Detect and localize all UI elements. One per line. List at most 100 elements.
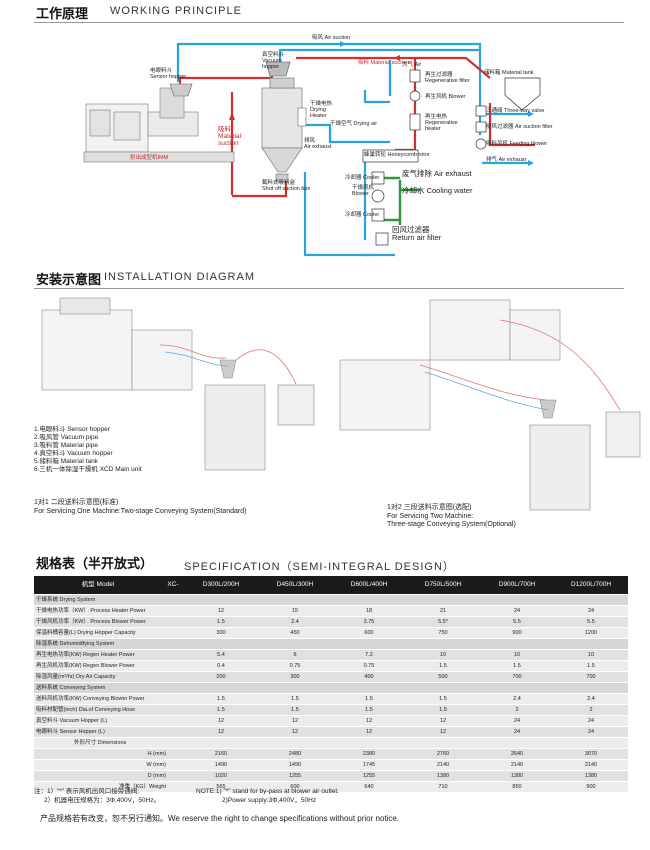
label-honeycomb: 蜂巢转轮 Honeycomb rotor bbox=[364, 152, 430, 158]
spec-row-label: 送料风机功率(KW) Conveying Blower Power bbox=[34, 693, 184, 705]
spec-row-label: 干燥电热功率（KW） Process Heater Power bbox=[34, 605, 184, 617]
spec-cell bbox=[554, 638, 628, 650]
spec-cell: 450 bbox=[258, 627, 332, 639]
spec-cell bbox=[184, 737, 258, 749]
spec-cell: 2140 bbox=[406, 759, 480, 771]
label-cooling-water: 冷却水 Cooling water bbox=[402, 186, 473, 195]
spec-cell: 24 bbox=[480, 726, 554, 738]
spec-cell: 6 bbox=[258, 649, 332, 661]
spec-cell: 850 bbox=[480, 781, 554, 793]
spec-header: 规格表（半开放式） SPECIFICATION（SEMI-INTEGRAL DE… bbox=[34, 552, 624, 573]
spec-cell: 10 bbox=[480, 649, 554, 661]
spec-cell bbox=[258, 737, 332, 749]
spec-cell: 2.4 bbox=[554, 693, 628, 705]
model-col-2: D450L/300H bbox=[258, 576, 332, 595]
spec-row-label: D (mm) bbox=[34, 770, 184, 782]
model-col-4: D750L/500H bbox=[406, 576, 480, 595]
spec-row-label: 干燥风机功率（KW） Process Blower Power bbox=[34, 616, 184, 628]
spec-cell: 21 bbox=[406, 605, 480, 617]
legend-4: 4.真空料斗 Vacuum hopper bbox=[34, 450, 113, 457]
label-three-way: 三通阀 Three-way valve bbox=[486, 108, 545, 114]
spec-cell: 2640 bbox=[480, 748, 554, 760]
spec-title-en: SPECIFICATION（SEMI-INTEGRAL DESIGN） bbox=[184, 561, 455, 573]
spec-row-label: W (mm) bbox=[34, 759, 184, 771]
caption-left-en: For Servicing One Machine:Two-stage Conv… bbox=[34, 508, 247, 515]
spec-cell bbox=[258, 682, 332, 694]
legend-3: 3.吸料管 Material pipe bbox=[34, 442, 98, 449]
spec-cell: 1380 bbox=[480, 770, 554, 782]
spec-cell: 5.4 bbox=[184, 649, 258, 661]
legend-6: 6.三机一体除湿干燥机 XCD Main unit bbox=[34, 466, 142, 473]
installation-header: 安装示意图 INSTALLATION DIAGRAM bbox=[34, 268, 624, 289]
spec-cell: 1.5 bbox=[332, 693, 406, 705]
spec-cell: 12 bbox=[184, 726, 258, 738]
working-principle-diagram bbox=[83, 41, 541, 257]
spec-cell: 1380 bbox=[406, 770, 480, 782]
spec-cell: 200 bbox=[184, 671, 258, 683]
label-sensor-hopper: 电眼料斗 Sensor hopper bbox=[150, 68, 187, 80]
spec-row-label: 吸料材配管(inch) Dia.of Conveying Hose bbox=[34, 704, 184, 716]
spec-cell: 1.5 bbox=[406, 660, 480, 672]
spec-header-row: 机型 Model XC- D300L/200H D450L/300H D600L… bbox=[34, 576, 628, 595]
label-regen-filter: 再生过滤器 Regenerative filter bbox=[425, 72, 470, 84]
label-material-suction-left: 吸料 Material suction bbox=[218, 126, 242, 147]
label-atmosphere: 大气 Air bbox=[402, 62, 422, 68]
caption-right-en1: For Servicing Two Machine: bbox=[387, 513, 474, 520]
label-cooler-top: 冷却器 Cooler bbox=[345, 175, 380, 181]
install-title-en: INSTALLATION DIAGRAM bbox=[104, 271, 256, 283]
spec-cell: 300 bbox=[258, 671, 332, 683]
spec-row-label: 再生风机功率(KW) Regen Blower Power bbox=[34, 660, 184, 672]
material-tank bbox=[504, 77, 541, 111]
spec-cell: 500 bbox=[406, 671, 480, 683]
note-en-1: NOTE:1) "*" stand for by-pass at blower … bbox=[196, 788, 339, 795]
spec-cell bbox=[258, 594, 332, 606]
spec-cell bbox=[554, 682, 628, 694]
spec-cell: 12 bbox=[406, 715, 480, 727]
label-air-exhaust-right: 排气 Air exhaust bbox=[486, 157, 527, 163]
spec-cell: 640 bbox=[332, 781, 406, 793]
spec-cell: 1255 bbox=[332, 770, 406, 782]
spec-cell: 24 bbox=[480, 605, 554, 617]
spec-cell: 1745 bbox=[332, 759, 406, 771]
spec-cell: 5.5* bbox=[406, 616, 480, 628]
spec-row-label: 净重（KG）Weight bbox=[34, 781, 184, 793]
legend-1: 1.电眼料斗 Sensor hopper bbox=[34, 426, 110, 433]
label-imm: 射出成型机IMM bbox=[130, 155, 169, 161]
spec-cell: 1.5 bbox=[406, 693, 480, 705]
spec-row: 干燥系统 Drying System bbox=[34, 594, 628, 606]
spec-cell: 400 bbox=[332, 671, 406, 683]
spec-cell: 15 bbox=[258, 605, 332, 617]
spec-cell: 1.5 bbox=[258, 704, 332, 716]
spec-cell: 900 bbox=[480, 627, 554, 639]
caption-right-en2: Three-stage Conveying System(Optional) bbox=[387, 521, 516, 528]
spec-cell bbox=[406, 682, 480, 694]
drying-hopper bbox=[261, 77, 307, 173]
spec-cell: 12 bbox=[406, 726, 480, 738]
spec-cell: 5.5 bbox=[554, 616, 628, 628]
spec-row-label: H (mm) bbox=[34, 748, 184, 760]
label-drying-heater: 干燥电热 Drying Heater bbox=[310, 101, 333, 119]
spec-cell bbox=[480, 682, 554, 694]
spec-cell bbox=[480, 737, 554, 749]
spec-row: 除湿系统 Dehumidifying System bbox=[34, 638, 628, 650]
air-suction-line bbox=[176, 42, 482, 135]
note-en-2: 2)Power supply:3Φ,400V，50Hz bbox=[222, 797, 317, 804]
spec-row-label: 外形尺寸 Dimensions bbox=[34, 737, 184, 749]
label-exhaust-big: 废气排除 Air exhaust bbox=[402, 169, 472, 178]
label-vacuum-hopper: 真空料斗 Vacuum hopper bbox=[262, 52, 285, 70]
label-material-tank: 储料箱 Material tank bbox=[484, 70, 534, 76]
model-col-3: D600L/400H bbox=[332, 576, 406, 595]
spec-cell: 1.5 bbox=[554, 660, 628, 672]
spec-row: 送料系统 Conveying System bbox=[34, 682, 628, 694]
spec-cell: 12 bbox=[258, 715, 332, 727]
working-title-cn: 工作原理 bbox=[36, 7, 89, 22]
spec-cell: 10 bbox=[554, 649, 628, 661]
spec-cell bbox=[184, 682, 258, 694]
model-col-1: D300L/200H bbox=[184, 576, 258, 595]
spec-cell bbox=[258, 638, 332, 650]
